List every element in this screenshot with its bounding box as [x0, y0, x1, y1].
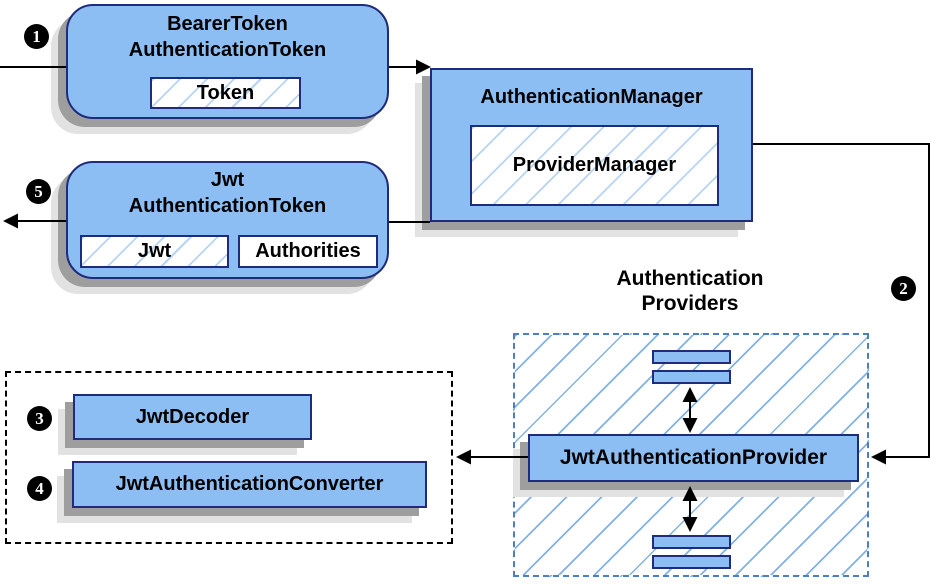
- providers-group-label-line1: Authentication: [616, 267, 764, 290]
- node-bearer-token-authentication-token: BearerToken AuthenticationToken Token: [66, 4, 389, 119]
- step-1-badge: 1: [24, 24, 49, 49]
- jwt-token-out-arrow: [3, 213, 66, 229]
- step-2-number: 2: [899, 278, 908, 298]
- providers-group-label-line2: Providers: [641, 292, 739, 315]
- provider-manager-chip: ProviderManager: [470, 125, 719, 206]
- step-1-number: 1: [32, 26, 41, 46]
- step-5-number: 5: [34, 181, 43, 201]
- step-3-number: 3: [35, 408, 44, 428]
- node-authentication-manager: AuthenticationManager ProviderManager: [430, 68, 753, 222]
- bearer-token-title-line1: BearerToken: [167, 13, 288, 35]
- bearer-token-title-line2: AuthenticationToken: [128, 39, 327, 61]
- provider-slot-bar-bottom-2: [652, 555, 731, 569]
- bearer-token-title: BearerToken AuthenticationToken: [68, 6, 387, 63]
- node-jwt-authentication-provider: JwtAuthenticationProvider: [528, 434, 859, 482]
- step-4-badge: 4: [27, 476, 52, 501]
- jwt-token-title-line1: Jwt: [210, 169, 245, 191]
- node-jwt-authentication-token: Jwt AuthenticationToken Jwt Authorities: [66, 161, 389, 279]
- jwt-token-title: Jwt AuthenticationToken: [68, 163, 387, 219]
- node-jwt-authentication-converter: JwtAuthenticationConverter: [72, 461, 427, 508]
- authorities-chip: Authorities: [238, 235, 378, 268]
- token-chip: Token: [150, 77, 301, 109]
- step-2-badge: 2: [891, 276, 916, 301]
- step-5-badge: 5: [26, 179, 51, 204]
- jwt-chip: Jwt: [80, 235, 229, 268]
- providers-group-label: Authentication Providers: [580, 266, 800, 316]
- provider-slot-bar-top-1: [652, 350, 731, 364]
- arrow-to-authentication-manager: [389, 59, 431, 75]
- node-jwt-decoder: JwtDecoder: [73, 394, 312, 440]
- authentication-manager-title: AuthenticationManager: [480, 86, 703, 108]
- jwt-token-title-line2: AuthenticationToken: [128, 195, 327, 217]
- step-4-number: 4: [35, 478, 44, 498]
- provider-slot-bar-top-2: [652, 370, 731, 384]
- provider-slot-bar-bottom-1: [652, 535, 731, 549]
- step-3-badge: 3: [27, 406, 52, 431]
